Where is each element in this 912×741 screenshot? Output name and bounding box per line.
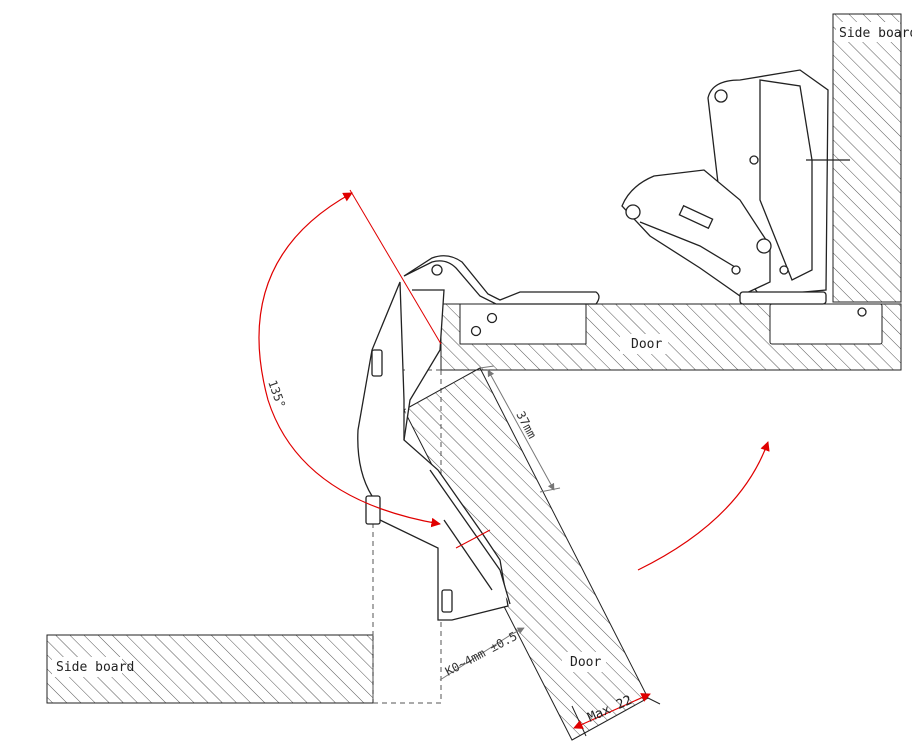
cup-distance-label: 37mm [513, 409, 539, 441]
hinge-closed [621, 69, 867, 317]
overlay-dimension: K0~4mm ±0.5 [439, 627, 525, 681]
door-bottom-label: Door [570, 655, 601, 670]
overlay-label: K0~4mm ±0.5 [443, 629, 520, 679]
side-board-bottom-label: Side board [56, 660, 134, 675]
door-open: Door [403, 367, 649, 741]
side-board-top-label: Side board [839, 26, 912, 41]
opening-arrow [637, 441, 770, 571]
door-top-label: Door [631, 337, 662, 352]
angle-label: 135° [265, 378, 288, 410]
side-board-bottom: Side board [46, 634, 374, 704]
side-board-top: Side board [832, 13, 912, 303]
door-closed: Door [440, 303, 902, 371]
